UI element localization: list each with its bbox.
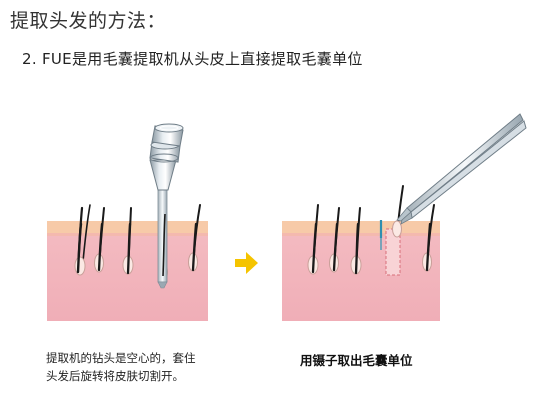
right-hairs bbox=[307, 185, 435, 275]
left-caption: 提取机的钻头是空心的，套住 头发后旋转将皮肤切割开。 bbox=[46, 349, 221, 385]
right-skin-block bbox=[282, 221, 440, 321]
extracted-follicle bbox=[392, 185, 404, 238]
hair-follicle bbox=[307, 204, 319, 275]
arrow-right-icon bbox=[235, 252, 258, 274]
hair-follicle bbox=[329, 207, 340, 273]
hair-follicle bbox=[350, 207, 362, 275]
hair-follicle bbox=[94, 207, 105, 273]
hair-follicle bbox=[74, 204, 91, 276]
extraction-drill bbox=[149, 123, 184, 289]
hair-follicle bbox=[422, 204, 435, 272]
left-caption-line-2: 头发后旋转将皮肤切割开。 bbox=[46, 369, 184, 383]
page-subtitle: 2. FUE是用毛囊提取机从头皮上直接提取毛囊单位 bbox=[22, 50, 363, 68]
left-caption-line-1: 提取机的钻头是空心的，套住 bbox=[46, 351, 196, 365]
page-title: 提取头发的方法： bbox=[10, 10, 167, 32]
tweezers bbox=[396, 113, 527, 225]
hair-follicle bbox=[122, 207, 134, 275]
hair-follicle bbox=[188, 204, 201, 272]
right-caption: 用镊子取出毛囊单位 bbox=[300, 353, 413, 368]
